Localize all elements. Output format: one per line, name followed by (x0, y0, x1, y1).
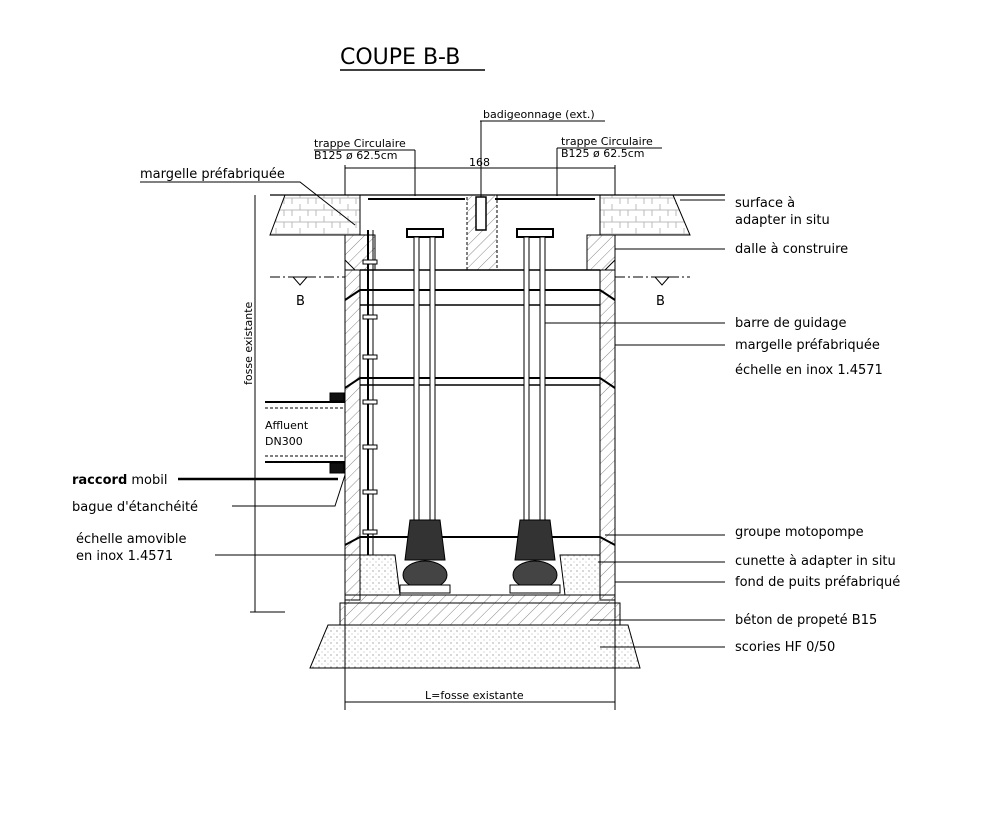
trappe-left-line2: B125 ø 62.5cm (314, 149, 398, 162)
affluent-label: Affluent (265, 419, 309, 432)
scories (309, 624, 641, 669)
margelle-left-leader (140, 181, 356, 226)
trappe-right-line2: B125 ø 62.5cm (561, 147, 645, 160)
label-margelle: margelle préfabriquée (735, 338, 880, 353)
label-surface: surface à (735, 196, 795, 211)
cunette-right (559, 554, 601, 596)
ring-joints (344, 289, 616, 546)
raccord-rest: mobil (131, 473, 167, 488)
margelle-left (269, 194, 361, 236)
raccord-bold: raccord (72, 473, 127, 488)
margelle-left-label: margelle préfabriquée (140, 167, 285, 182)
dalle-right (586, 234, 616, 271)
label-scories: scories HF 0/50 (735, 640, 835, 655)
echelle-amovible-label-2: en inox 1.4571 (76, 549, 173, 564)
inflow-pipe (265, 392, 345, 474)
pump-assembly-right (509, 228, 561, 594)
bague-label: bague d'étanchéité (72, 500, 198, 515)
label-beton: béton de propeté B15 (735, 613, 877, 628)
section-marker-right: B (615, 276, 690, 309)
label-adapter: adapter in situ (735, 213, 830, 228)
label-cunette: cunette à adapter in situ (735, 554, 896, 569)
dn300-label: DN300 (265, 435, 303, 448)
right-labels: surface à adapter in situ dalle à constr… (735, 196, 900, 655)
fosse-existante-label: fosse existante (242, 301, 255, 385)
wall-right (599, 269, 616, 601)
pump-assembly-left (399, 228, 451, 594)
fond-de-puits (344, 594, 616, 604)
section-marker-left: B (270, 276, 345, 309)
margelle-right (599, 194, 691, 236)
label-fond: fond de puits préfabriqué (735, 575, 900, 590)
cunette (359, 554, 401, 596)
section-marker-left-label: B (296, 294, 305, 309)
section-marker-right-label: B (656, 294, 665, 309)
dalle-left (344, 234, 376, 271)
trappe-right-line1: trappe Circulaire (561, 135, 653, 148)
horizontal-lines (360, 269, 600, 386)
label-barre: barre de guidage (735, 316, 846, 331)
right-leaders (545, 199, 725, 648)
label-echelle: échelle en inox 1.4571 (735, 363, 883, 378)
ladder (362, 230, 378, 555)
beton-propete (339, 602, 621, 626)
trappe-left-line1: trappe Circulaire (314, 137, 406, 150)
bottom-dim-label: L=fosse existante (425, 689, 524, 702)
drawing-title: COUPE B-B (340, 45, 460, 70)
badigeonnage-post (475, 196, 487, 231)
echelle-amovible-label-1: échelle amovible (76, 532, 187, 547)
label-groupe: groupe motopompe (735, 525, 864, 540)
width-dimension: 168 (469, 156, 490, 169)
bague-leader (232, 474, 346, 507)
raccord-label: raccord mobil (72, 473, 167, 488)
wall-left (344, 269, 361, 601)
label-dalle: dalle à construire (735, 242, 848, 257)
badigeonnage-label: badigeonnage (ext.) (483, 108, 595, 121)
